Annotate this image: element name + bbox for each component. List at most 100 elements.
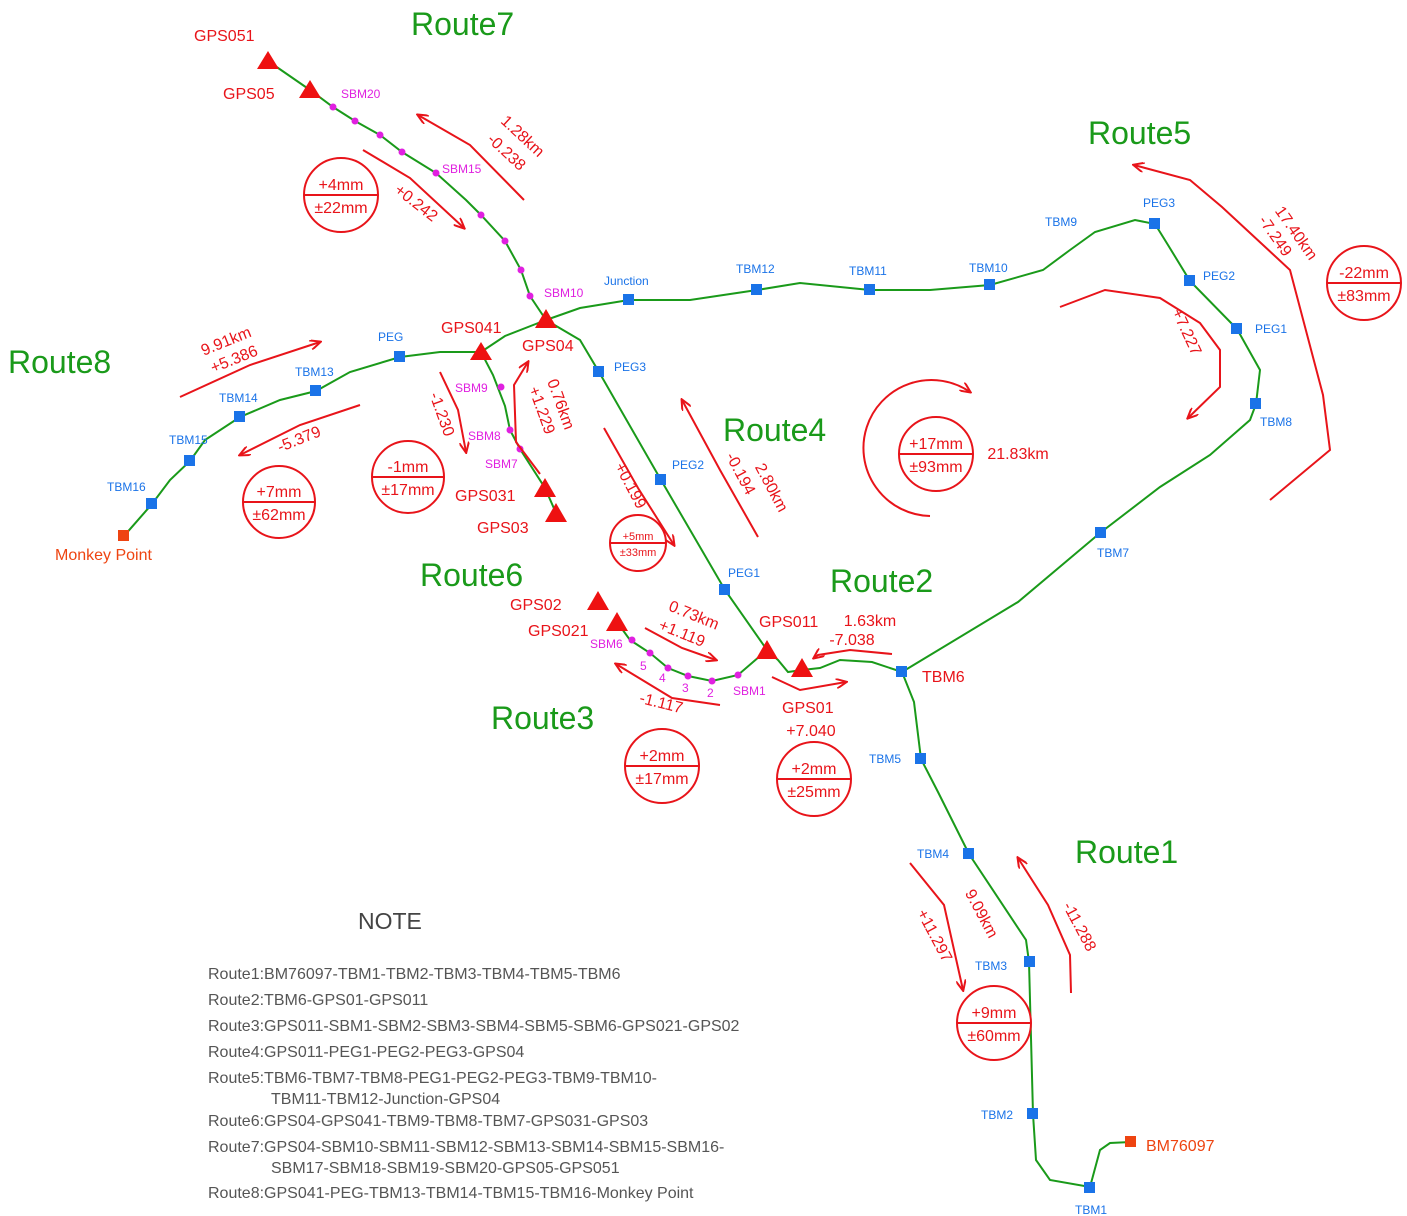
tbm14-marker — [234, 411, 245, 422]
sbm7-label: SBM7 — [485, 457, 518, 471]
gps041-marker — [470, 342, 492, 360]
route7-title: Route7 — [411, 6, 514, 42]
r7-fwd-arrow — [362, 149, 464, 228]
peg-marker — [394, 351, 405, 362]
sbm-dot — [684, 672, 692, 680]
note-line-route2: Route2:TBM6-GPS01-GPS011 — [208, 992, 429, 1009]
gps-markers — [257, 51, 813, 677]
tbm8-marker — [1250, 398, 1261, 409]
r4-misclosure-top: +5mm — [623, 531, 654, 543]
sbm20-label: SBM20 — [341, 87, 381, 101]
tbm10-marker — [984, 279, 995, 290]
r4-peg1-label: PEG1 — [728, 566, 760, 580]
direction-arrows — [179, 115, 1332, 993]
r8-fwd-arrow — [179, 342, 320, 398]
tbm16-marker — [146, 498, 157, 509]
r8-back-arrow — [240, 404, 361, 455]
tbm12-marker — [751, 284, 762, 295]
sbm6-label: SBM6 — [590, 637, 623, 651]
r5-fwd-arrow — [1059, 288, 1221, 418]
r2-misclosure-top: +2mm — [792, 761, 837, 778]
r5-misclosure-top: -22mm — [1339, 265, 1389, 282]
sbm10-label: SBM10 — [544, 286, 584, 300]
r4-peg3-marker — [593, 366, 604, 377]
tbm16-label: TBM16 — [107, 480, 146, 494]
note-line-route3: Route3:GPS011-SBM1-SBM2-SBM3-SBM4-SBM5-S… — [208, 1018, 740, 1035]
tbm7-marker — [1095, 527, 1106, 538]
route5-title: Route5 — [1088, 115, 1191, 151]
sbm9-label: SBM9 — [455, 381, 488, 395]
sbm-dot — [734, 671, 742, 679]
gps011-label: GPS011 — [759, 614, 818, 631]
route6-line — [479, 319, 557, 514]
r2-back-arrow — [814, 650, 893, 658]
tbm13-marker — [310, 385, 321, 396]
gps051-label: GPS051 — [194, 28, 255, 45]
gps03-label: GPS03 — [477, 520, 529, 537]
r1-fwd-arrow — [909, 862, 963, 990]
tbm6-label: TBM6 — [922, 669, 965, 686]
loop-misclosure-bottom: ±93mm — [909, 459, 962, 476]
sbm-dot — [376, 131, 384, 139]
r4-peg2-label: PEG2 — [672, 458, 704, 472]
monkey-point-label: Monkey Point — [55, 547, 152, 564]
gps01-marker — [791, 658, 813, 677]
route4-title: Route4 — [723, 412, 826, 448]
tbm2-marker — [1027, 1108, 1038, 1119]
r4-back-diff: -0.194 — [722, 450, 758, 498]
tbm15-marker — [184, 455, 195, 466]
sbm-dot — [526, 292, 534, 300]
sbm-dot — [329, 103, 337, 111]
junction-label: Junction — [604, 274, 649, 288]
tbm2-label: TBM2 — [981, 1108, 1013, 1122]
r5-fwd-diff: +7.227 — [1168, 306, 1204, 358]
sbm-dot — [517, 266, 525, 274]
r1-back-diff: -11.288 — [1059, 899, 1099, 954]
r8-back-diff: -5.379 — [275, 423, 324, 456]
junction-marker — [623, 294, 634, 305]
tbm7-label: TBM7 — [1097, 546, 1129, 560]
gps02-label: GPS02 — [510, 597, 562, 614]
sbm-dot — [477, 211, 485, 219]
tbm4-label: TBM4 — [917, 847, 949, 861]
r5-peg2-label: PEG2 — [1203, 269, 1235, 283]
gps021-marker — [606, 612, 628, 631]
route8-line — [123, 351, 481, 537]
station-labels: TBM1 TBM2 TBM3 TBM4 TBM5 TBM7 TBM8 PEG1 … — [107, 196, 1292, 1216]
r6-fwd-arrow — [512, 362, 541, 475]
tbm14-label: TBM14 — [219, 391, 258, 405]
gps01-label: GPS01 — [782, 700, 834, 717]
r5-peg3-label: PEG3 — [1143, 196, 1175, 210]
r3-back-diff: -1.117 — [638, 690, 685, 717]
gps041-label: GPS041 — [441, 320, 502, 337]
sbm-labels: SBM20 SBM15 SBM10 SBM9 SBM8 SBM7 SBM6 5 … — [341, 87, 766, 700]
r4-back-arrow — [682, 400, 759, 538]
r5-peg1-label: PEG1 — [1255, 322, 1287, 336]
tbm1-marker — [1084, 1182, 1095, 1193]
sbm-dot — [497, 383, 505, 391]
r2-misclosure-bottom: ±25mm — [787, 784, 840, 801]
tbm11-marker — [864, 284, 875, 295]
route3-title: Route3 — [491, 700, 594, 736]
route2-title: Route2 — [830, 563, 933, 599]
tbm3-label: TBM3 — [975, 959, 1007, 973]
r6-misclosure-bottom: ±17mm — [381, 482, 434, 499]
sbm-dot — [506, 426, 514, 434]
sbm-dot — [646, 649, 654, 657]
route-titles: Route7 Route5 Route8 Route4 Route6 Route… — [8, 6, 1191, 870]
peg-label: PEG — [378, 330, 403, 344]
tbm9-label: TBM9 — [1045, 215, 1077, 229]
sbm-dot — [351, 117, 359, 125]
tbm5-label: TBM5 — [869, 752, 901, 766]
gps02-marker — [587, 591, 609, 610]
tbm11-label: TBM11 — [849, 264, 887, 278]
note-title: NOTE — [358, 908, 422, 934]
r8-misclosure-bottom: ±62mm — [252, 507, 305, 524]
r1-misclosure-bottom: ±60mm — [967, 1028, 1020, 1045]
misclosure-dividers — [243, 194, 1401, 1024]
monkey-point-marker — [118, 530, 129, 541]
r7-misclosure-top: +4mm — [319, 177, 364, 194]
r4-peg1-marker — [719, 584, 730, 595]
sbm3-label: 3 — [682, 681, 689, 695]
